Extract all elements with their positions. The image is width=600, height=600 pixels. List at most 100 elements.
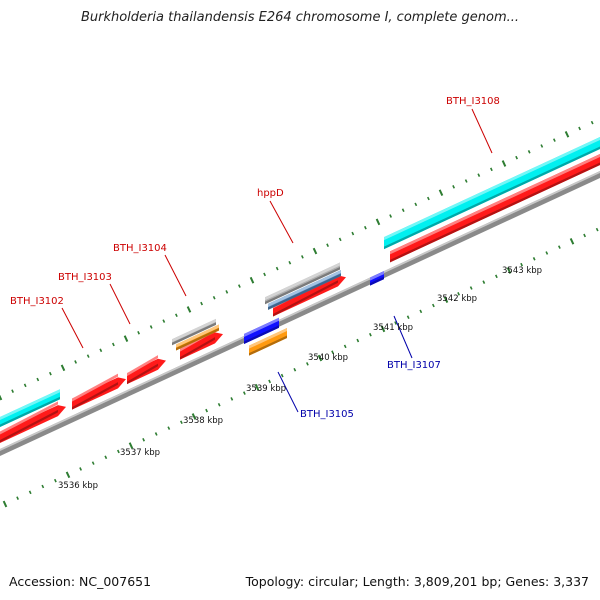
inner-tick <box>104 455 108 460</box>
outer-tick <box>225 290 229 294</box>
gene-label[interactable]: hppD <box>257 188 284 199</box>
inner-tick <box>343 344 347 349</box>
grey-feature-shadow <box>265 266 340 305</box>
inner-tick <box>91 461 95 465</box>
cyan-feature-highlight <box>0 389 60 420</box>
outer-tick <box>0 394 3 401</box>
gene-label-leader <box>269 200 294 244</box>
cds-arrow-highlight <box>72 373 118 402</box>
inner-tick <box>293 367 297 372</box>
grey-feature <box>265 262 340 305</box>
gene-label[interactable]: BTH_I3105 <box>300 409 354 420</box>
inner-tick <box>254 383 260 391</box>
steelblue-feature-shadow <box>268 273 341 310</box>
outer-tick <box>490 167 493 172</box>
gene-label[interactable]: BTH_I3107 <box>387 360 441 371</box>
orange-feature-highlight <box>249 328 287 349</box>
cds-arrow <box>72 373 126 410</box>
blue-feature <box>370 271 384 286</box>
orange-feature <box>176 324 219 351</box>
inner-tick <box>79 467 82 471</box>
backbone <box>0 171 600 456</box>
scale-label: 3543 kbp <box>502 266 542 276</box>
inner-tick <box>545 251 549 255</box>
inner-tick <box>331 350 334 355</box>
steelblue-feature <box>268 270 341 310</box>
scale-label: 3541 kbp <box>373 323 413 333</box>
grey-feature-highlight <box>265 262 340 301</box>
cds-arrow-shadow <box>273 280 338 317</box>
inner-tick <box>583 233 586 238</box>
gene-labels: BTH_I3102 BTH_I3103 BTH_I3104 hppD BTH_I3108… <box>10 96 500 420</box>
scale-label: 3542 kbp <box>437 294 477 304</box>
blue-feature-highlight <box>370 271 384 281</box>
outer-tick <box>389 214 392 218</box>
grey-feature <box>172 318 216 346</box>
inner-tick <box>457 292 460 296</box>
inner-tick <box>506 267 512 274</box>
gene-label-leader <box>393 315 413 359</box>
cyan-feature-shadow <box>0 396 60 427</box>
outer-tick <box>553 138 556 142</box>
gene-label[interactable]: BTH_I3108 <box>446 96 500 107</box>
outer-tick <box>452 185 455 189</box>
gene-label[interactable]: BTH_I3103 <box>58 272 112 283</box>
outer-tick <box>112 342 115 347</box>
outer-tick <box>99 348 103 353</box>
outer-tick <box>11 389 14 393</box>
gene-label-leader <box>164 254 187 297</box>
inner-tick <box>117 449 120 454</box>
cyan-feature-highlight <box>384 137 600 241</box>
outer-tick <box>23 383 27 388</box>
inner-tick <box>369 332 372 337</box>
inner-tick <box>520 262 523 267</box>
outer-tick <box>515 155 518 160</box>
outer-tick <box>564 130 570 138</box>
outer-tick <box>326 243 329 248</box>
accession-text: Accession: NC_007651 <box>9 574 152 589</box>
outer-tick <box>501 160 507 167</box>
outer-tick <box>60 364 66 372</box>
outer-tick <box>49 371 52 376</box>
inner-tick <box>243 391 246 395</box>
inner-tick <box>167 426 171 430</box>
outer-tick <box>578 126 581 131</box>
inner-tick <box>2 500 8 508</box>
inner-tick <box>317 354 323 362</box>
outer-tick <box>249 276 255 284</box>
inner-tick <box>41 484 45 489</box>
inner-tick <box>191 413 197 420</box>
inner-tick <box>230 397 234 401</box>
outer-tick <box>438 189 444 197</box>
inner-tick <box>217 402 221 407</box>
gene-label[interactable]: BTH_I3104 <box>113 243 167 254</box>
outer-tick <box>414 202 418 207</box>
outer-tick <box>162 319 166 323</box>
outer-tick <box>351 231 355 236</box>
inner-tick <box>569 237 575 245</box>
outer-tick <box>364 225 367 230</box>
inner-tick <box>280 373 284 378</box>
cds-arrow-shadow <box>180 337 215 360</box>
cds-arrow-highlight <box>127 355 158 377</box>
scale-label: 3540 kbp <box>308 353 348 363</box>
outer-tick <box>137 330 140 335</box>
inner-tick <box>443 296 449 304</box>
outer-tick <box>275 266 279 271</box>
outer-tick <box>590 120 594 125</box>
feature-track <box>0 137 600 443</box>
cyan-feature-shadow <box>384 146 600 250</box>
outer-tick <box>123 335 129 342</box>
gene-label[interactable]: BTH_I3102 <box>10 296 64 307</box>
inner-tick <box>380 325 386 333</box>
outer-tick <box>401 208 405 212</box>
inner-tick <box>406 315 410 319</box>
inner-tick <box>205 408 208 413</box>
backbone-highlight <box>0 171 600 451</box>
map-title: Burkholderia thailandensis E264 chromoso… <box>80 10 520 25</box>
outer-tick <box>74 360 77 364</box>
cds-arrow-highlight <box>0 401 58 435</box>
outer-tick <box>186 306 192 313</box>
